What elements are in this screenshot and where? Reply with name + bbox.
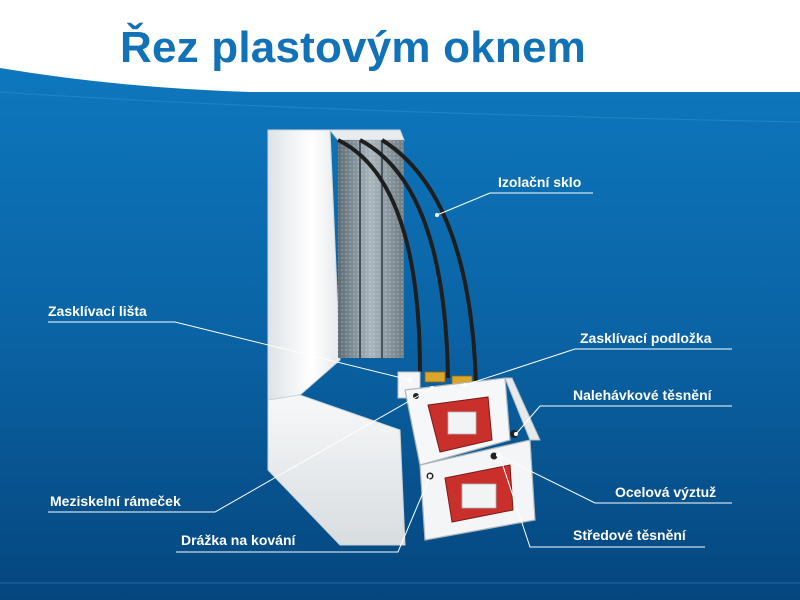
label-drazka-na-kovani: Drážka na kování [181, 532, 296, 548]
label-izolacni-sklo: Izolační sklo [498, 174, 582, 190]
leader-zasklivaci-lista [48, 321, 411, 381]
background-swoosh [0, 91, 800, 123]
frame-body [267, 394, 406, 546]
window-illustration [267, 129, 541, 546]
glass-curve-3 [380, 138, 478, 385]
leader-nalehavkove-tesneni [515, 405, 732, 435]
label-nalehavkove-tesneni: Nalehávkové těsnění [573, 387, 712, 403]
pointer-drazka-na-kovani [428, 474, 432, 478]
pointer-izolacni-sklo [435, 213, 439, 217]
frame-step [504, 377, 541, 441]
leader-ocelova-vyztuz [497, 454, 732, 504]
label-stredove-tesneni: Středové těsnění [573, 527, 686, 543]
label-zasklivaci-podlozka: Zasklívací podložka [580, 330, 712, 346]
leader-drazka-na-kovani [176, 475, 431, 553]
leader-izolacni-sklo [436, 192, 593, 216]
glass-curve-1 [337, 138, 422, 373]
label-ocelova-vyztuz: Ocelová výztuž [615, 484, 717, 500]
label-meziskelni-ramecek: Meziskelní rámeček [50, 493, 181, 509]
leader-stredove-tesneni [499, 456, 705, 548]
label-zasklivaci-lista: Zasklívací lišta [48, 303, 147, 319]
gasket-middle [490, 452, 498, 460]
leader-meziskelni-ramecek [48, 387, 433, 513]
leader-zasklivaci-podlozka [464, 348, 732, 386]
page-title: Řez plastovým oknem [120, 23, 586, 72]
pointer-zasklivaci-lista [408, 378, 412, 382]
pointer-meziskelni-ramecek [430, 386, 434, 390]
frame-chamber [461, 483, 497, 509]
pointer-stredove-tesneni [498, 455, 502, 459]
frame-side [267, 129, 341, 401]
sash-chamber [447, 411, 477, 435]
pointer-zasklivaci-podlozka [463, 383, 467, 387]
glass-curve-2 [359, 138, 450, 379]
glass-dots [338, 140, 404, 358]
spacer-bar-1 [424, 371, 446, 383]
pointer-nalehavkove-tesneni [514, 432, 518, 436]
